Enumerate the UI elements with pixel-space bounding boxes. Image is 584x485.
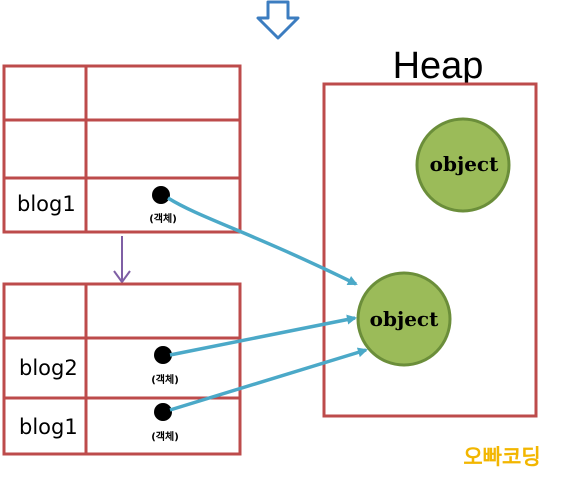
- stack-frame-after: blog2 (객체) blog1 (객체): [2, 282, 242, 456]
- reference-label: (객체): [151, 373, 179, 386]
- reference-dot: [154, 346, 172, 364]
- variable-name: blog1: [19, 415, 78, 439]
- brand-watermark: 오빠코딩: [463, 445, 540, 469]
- reference-dot: [152, 186, 170, 204]
- heap-object-upper: object: [415, 117, 511, 213]
- down-arrow-icon: [256, 0, 300, 40]
- reference-arrow: [167, 196, 358, 286]
- reference-arrow: [169, 314, 357, 357]
- reference-label: (객체): [151, 430, 179, 443]
- object-label: object: [430, 152, 499, 176]
- transition-arrow-icon: [113, 236, 131, 284]
- heap-object-referenced: object: [356, 271, 452, 367]
- reference-arrow: [169, 347, 368, 412]
- stack-frame-before: blog1 (객체): [2, 64, 242, 234]
- object-label: object: [370, 307, 439, 331]
- reference-dot: [154, 403, 172, 421]
- heap-title: Heap: [393, 45, 484, 87]
- reference-label: (객체): [149, 212, 177, 225]
- variable-name: blog1: [17, 192, 76, 216]
- variable-name: blog2: [19, 356, 78, 380]
